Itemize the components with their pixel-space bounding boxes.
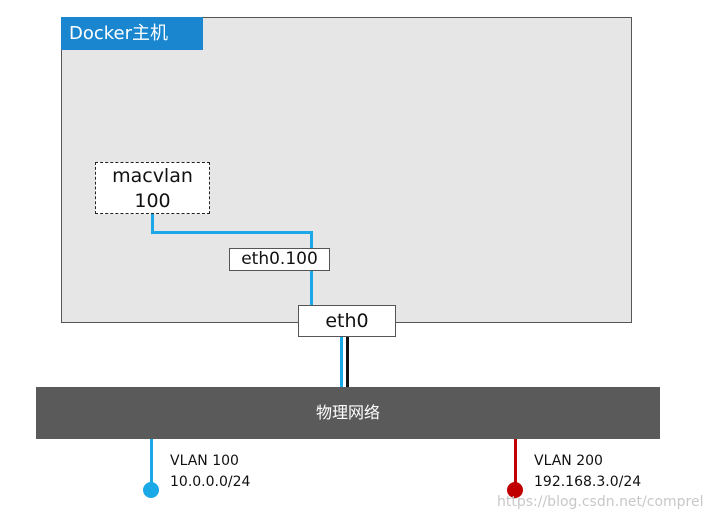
vlan200-drop-wire: [514, 439, 517, 487]
physical-network-bar: 物理网络: [36, 387, 660, 439]
vlan100-label-block: VLAN 100 10.0.0.0/24: [170, 451, 250, 493]
docker-host-label: Docker主机: [61, 17, 203, 50]
macvlan-horizontal-wire: [151, 231, 313, 234]
trunk-vlan100-wire: [340, 337, 343, 388]
vlan100-name: VLAN 100: [170, 453, 239, 469]
vlan200-label-block: VLAN 200 192.168.3.0/24: [534, 451, 641, 493]
subif-down-wire: [310, 271, 313, 306]
macvlan-id-label: 100: [134, 190, 171, 212]
macvlan-label: macvlan: [112, 165, 193, 187]
macvlan-down-wire: [151, 214, 154, 234]
vlan100-endpoint-dot: [143, 482, 159, 498]
macvlan-network-box: macvlan 100: [95, 162, 210, 214]
subif-up-wire: [310, 231, 313, 249]
vlan200-endpoint-dot: [507, 482, 523, 498]
subinterface-box: eth0.100: [229, 248, 330, 271]
vlan200-name: VLAN 200: [534, 453, 603, 469]
vlan100-subnet: 10.0.0.0/24: [170, 474, 251, 490]
vlan100-drop-wire: [150, 439, 153, 487]
physical-interface-box: eth0: [298, 305, 396, 337]
vlan200-subnet: 192.168.3.0/24: [534, 474, 642, 490]
trunk-vlan200-wire: [346, 337, 349, 388]
watermark-text: https://blog.csdn.net/comprel: [497, 494, 704, 510]
